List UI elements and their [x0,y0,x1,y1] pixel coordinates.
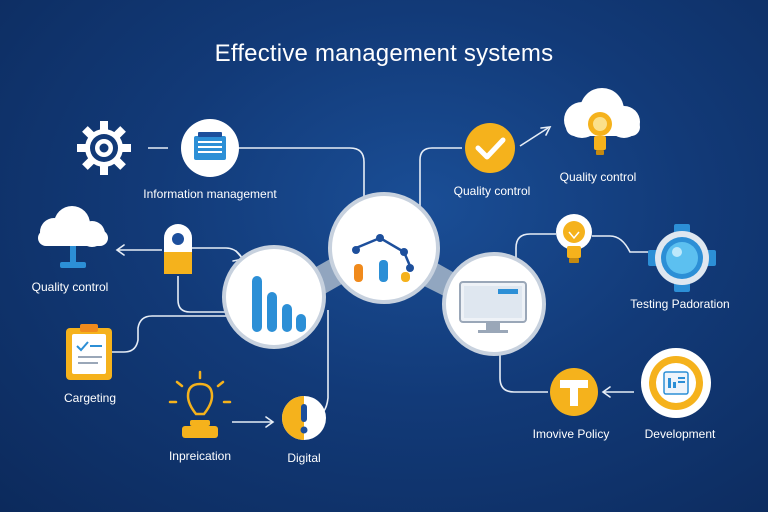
hub-monitor-node[interactable] [442,252,546,356]
toggle-capsule-icon [164,224,192,274]
connector-pill-to-chart [190,247,243,259]
document-chart-icon [663,371,689,395]
development-node[interactable] [641,348,711,418]
label-quality-control-left: Quality control [31,280,109,294]
lightbulb-icon [168,370,232,438]
label-targeting: Cargeting [63,391,117,405]
cloud-bulb-icon [564,88,640,155]
label-inpreication: Inpreication [168,449,232,463]
connector-pill-down [177,276,226,313]
innovative-policy-node[interactable] [550,368,598,416]
label-development: Development [644,427,716,441]
hub-analytics-node[interactable] [328,192,440,304]
arrowhead-left-cloud [115,244,125,256]
label-digital: Digital [287,451,321,465]
connector-bulb-to-gear [592,235,648,253]
connector-lines [112,127,648,423]
connector-monitor-down [499,352,548,393]
label-quality-control-right: Quality control [559,170,637,184]
lens-gear-icon [648,224,716,292]
information-management-node[interactable] [181,119,239,177]
server-panel-icon [194,132,226,160]
connector-info-to-hub [237,147,365,206]
checkmark-icon [475,137,506,160]
page-title: Effective management systems [214,40,554,67]
tee-icon [560,380,588,406]
hub-barchart-node[interactable] [222,245,326,349]
digital-alert-node[interactable] [282,396,326,440]
cloud-network-icon [38,206,108,268]
connector-hub-to-check [419,147,462,206]
arrowhead-policy [601,386,611,398]
label-testing: Testing Padoration [630,297,730,311]
connector-monitor-to-bulb [515,233,556,262]
alert-icon [301,404,307,422]
bar-chart-icon [252,276,306,332]
connector-check-to-bulb [519,127,549,147]
label-innovative-policy: Imovive Policy [532,427,610,441]
connector-clipboard-to-chart [112,315,226,353]
arrowhead-top-right [540,126,552,136]
analytics-graph-icon [352,234,414,282]
arrowhead-alert [265,416,275,428]
clipboard-icon [66,324,112,380]
label-information-management: Information management [143,187,277,201]
gear-icon [77,121,131,175]
bulb-right-icon [556,214,592,263]
quality-check-node[interactable] [465,123,515,173]
monitor-icon [459,281,527,333]
label-quality-control-top: Quality control [453,184,531,198]
